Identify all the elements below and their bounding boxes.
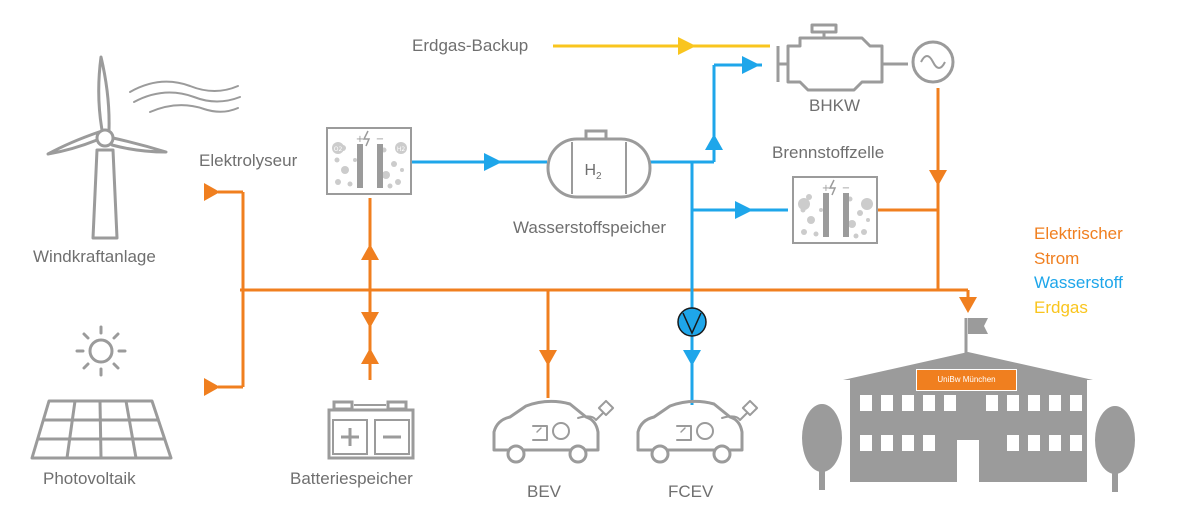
arrow-down-fcev	[683, 350, 701, 366]
arrow-up-electrolyser	[361, 244, 379, 260]
legend: Elektrischer Strom Wasserstoff Erdgas	[1034, 222, 1123, 320]
tank-h2-text: H2	[584, 162, 602, 182]
arrow-right-to-bhkw	[742, 56, 760, 74]
label-bev: BEV	[527, 482, 562, 501]
electricity-arrows	[204, 170, 977, 396]
tree-right-icon	[1095, 406, 1135, 492]
electricity-network	[218, 88, 970, 398]
building-icon	[843, 318, 1093, 482]
fuel-cell-icon: + −	[792, 176, 878, 244]
fcev-car-icon	[636, 399, 759, 464]
gas-line	[553, 37, 770, 55]
arrow-to-storage	[484, 153, 502, 171]
arrow-up-to-bhkw	[705, 134, 723, 150]
bev-car-icon	[492, 399, 615, 464]
electrolyser-icon: + − O2 H2	[326, 127, 412, 195]
label-bhkw: BHKW	[809, 96, 860, 115]
arrow-down-battery	[361, 312, 379, 328]
arrow-gas	[678, 37, 696, 55]
svg-text:+: +	[356, 134, 364, 145]
generator-icon	[911, 40, 955, 84]
arrow-down-bhkw	[929, 170, 947, 186]
label-windkraftanlage: Windkraftanlage	[33, 247, 156, 266]
battery-icon	[327, 400, 415, 460]
label-wasserstoffspeicher: Wasserstoffspeicher	[513, 218, 667, 237]
label-erdgas-backup: Erdgas-Backup	[412, 36, 529, 55]
o2-label: O2	[334, 146, 343, 153]
label-elektrolyseur: Elektrolyseur	[199, 151, 298, 170]
svg-text:−: −	[376, 134, 384, 145]
arrow-pv-in	[204, 378, 220, 396]
label-fcev: FCEV	[668, 482, 714, 501]
label-batteriespeicher: Batteriespeicher	[290, 469, 413, 488]
legend-strom: Strom	[1034, 248, 1080, 268]
wind-turbine-icon	[46, 55, 241, 240]
hydrogen-tank-icon	[546, 129, 652, 199]
svg-text:−: −	[842, 183, 850, 194]
arrow-right-to-fuelcell	[735, 201, 753, 219]
tree-left-icon	[802, 404, 842, 490]
compressor-icon	[677, 307, 707, 337]
arrow-up-battery	[361, 348, 379, 364]
label-brennstoffzelle: Brennstoffzelle	[772, 143, 885, 162]
hydrogen-arrows	[484, 56, 760, 366]
h2-cell-label: H2	[397, 146, 406, 153]
legend-wasserstoff: Wasserstoff	[1034, 273, 1123, 292]
building-sign: UniBw München	[916, 369, 1017, 391]
arrow-down-bev	[539, 350, 557, 366]
legend-erdgas: Erdgas	[1034, 297, 1088, 317]
arrow-wind-in	[204, 183, 220, 201]
label-photovoltaik: Photovoltaik	[43, 469, 136, 488]
sun-icon	[75, 325, 127, 377]
legend-elektrischer: Elektrischer	[1034, 224, 1123, 243]
solar-panel-icon	[30, 399, 173, 460]
engine-icon	[776, 23, 908, 92]
svg-text:+: +	[822, 183, 830, 194]
arrow-down-building	[959, 297, 977, 313]
